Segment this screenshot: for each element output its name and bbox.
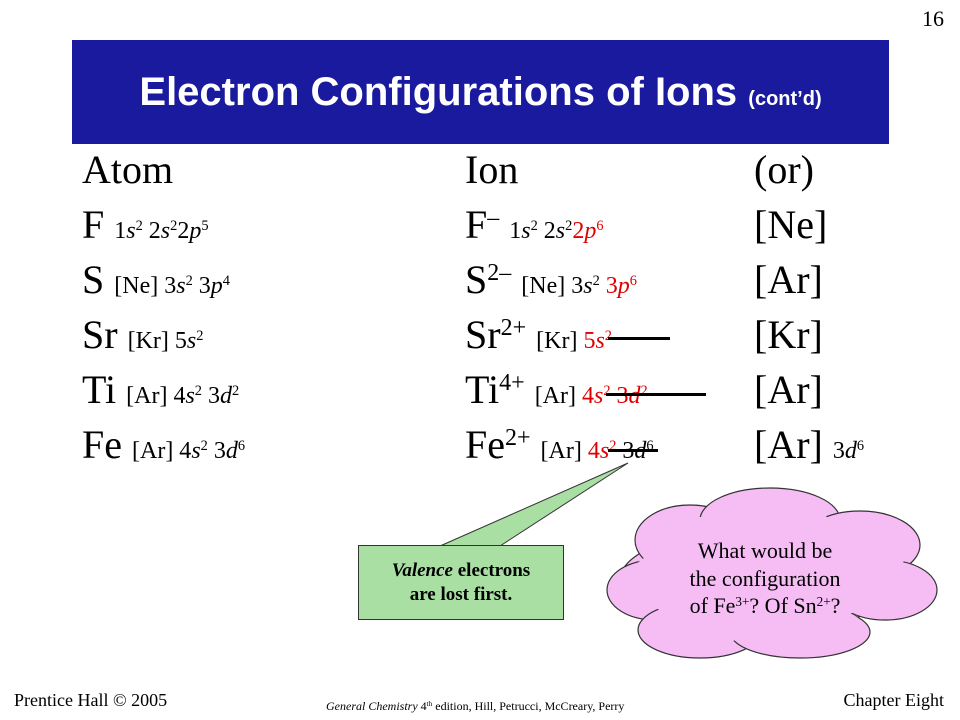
atom-row-S: S [Ne] 3s2 3p4 bbox=[82, 257, 230, 302]
or-row-Fe: [Ar] 3d6 bbox=[754, 422, 865, 467]
ion-row-Fe: Fe2+ [Ar] 4s2 3d6 bbox=[465, 422, 654, 467]
title-bar: Electron Configurations of Ions (cont’d) bbox=[72, 40, 889, 144]
ion-row-F: F– 1s2 2s22p6 bbox=[465, 202, 604, 247]
atom-row-Ti: Ti [Ar] 4s2 3d2 bbox=[82, 367, 240, 412]
or-row-F: [Ne] bbox=[754, 202, 828, 247]
or-row-Ti: [Ar] bbox=[754, 367, 823, 412]
footer-citation: General Chemistry 4th edition, Hill, Pet… bbox=[326, 699, 625, 713]
strikethrough-line bbox=[608, 337, 670, 340]
atom-row-Fe: Fe [Ar] 4s2 3d6 bbox=[82, 422, 246, 467]
callout-pointer bbox=[439, 462, 629, 547]
or-row-S: [Ar] bbox=[754, 257, 823, 302]
header-ion: Ion bbox=[465, 147, 519, 192]
footer-chapter: Chapter Eight bbox=[843, 690, 944, 710]
header-or: (or) bbox=[754, 147, 814, 192]
strikethrough-line bbox=[608, 449, 658, 452]
ion-row-S: S2– [Ne] 3s2 3p6 bbox=[465, 257, 637, 302]
ion-row-Ti: Ti4+ [Ar] 4s2 3d2 bbox=[465, 367, 648, 412]
atom-row-F: F 1s2 2s22p5 bbox=[82, 202, 209, 247]
strikethrough-line bbox=[606, 393, 706, 396]
header-atom: Atom bbox=[82, 147, 174, 192]
slide-number: 16 bbox=[922, 6, 944, 31]
footer-publisher: Prentice Hall © 2005 bbox=[14, 690, 168, 710]
title-suffix: (cont’d) bbox=[748, 87, 822, 110]
ion-row-Sr: Sr2+ [Kr] 5s2 bbox=[465, 312, 612, 357]
or-row-Sr: [Kr] bbox=[754, 312, 823, 357]
title-main: Electron Configurations of Ions bbox=[139, 69, 738, 114]
atom-row-Sr: Sr [Kr] 5s2 bbox=[82, 312, 204, 357]
cloud-question: What would be the configuration of Fe3+?… bbox=[689, 538, 841, 618]
callout-valence: Valence electrons are lost first. bbox=[358, 545, 564, 620]
slide-title: Electron Configurations of Ions (cont’d) bbox=[139, 70, 821, 115]
